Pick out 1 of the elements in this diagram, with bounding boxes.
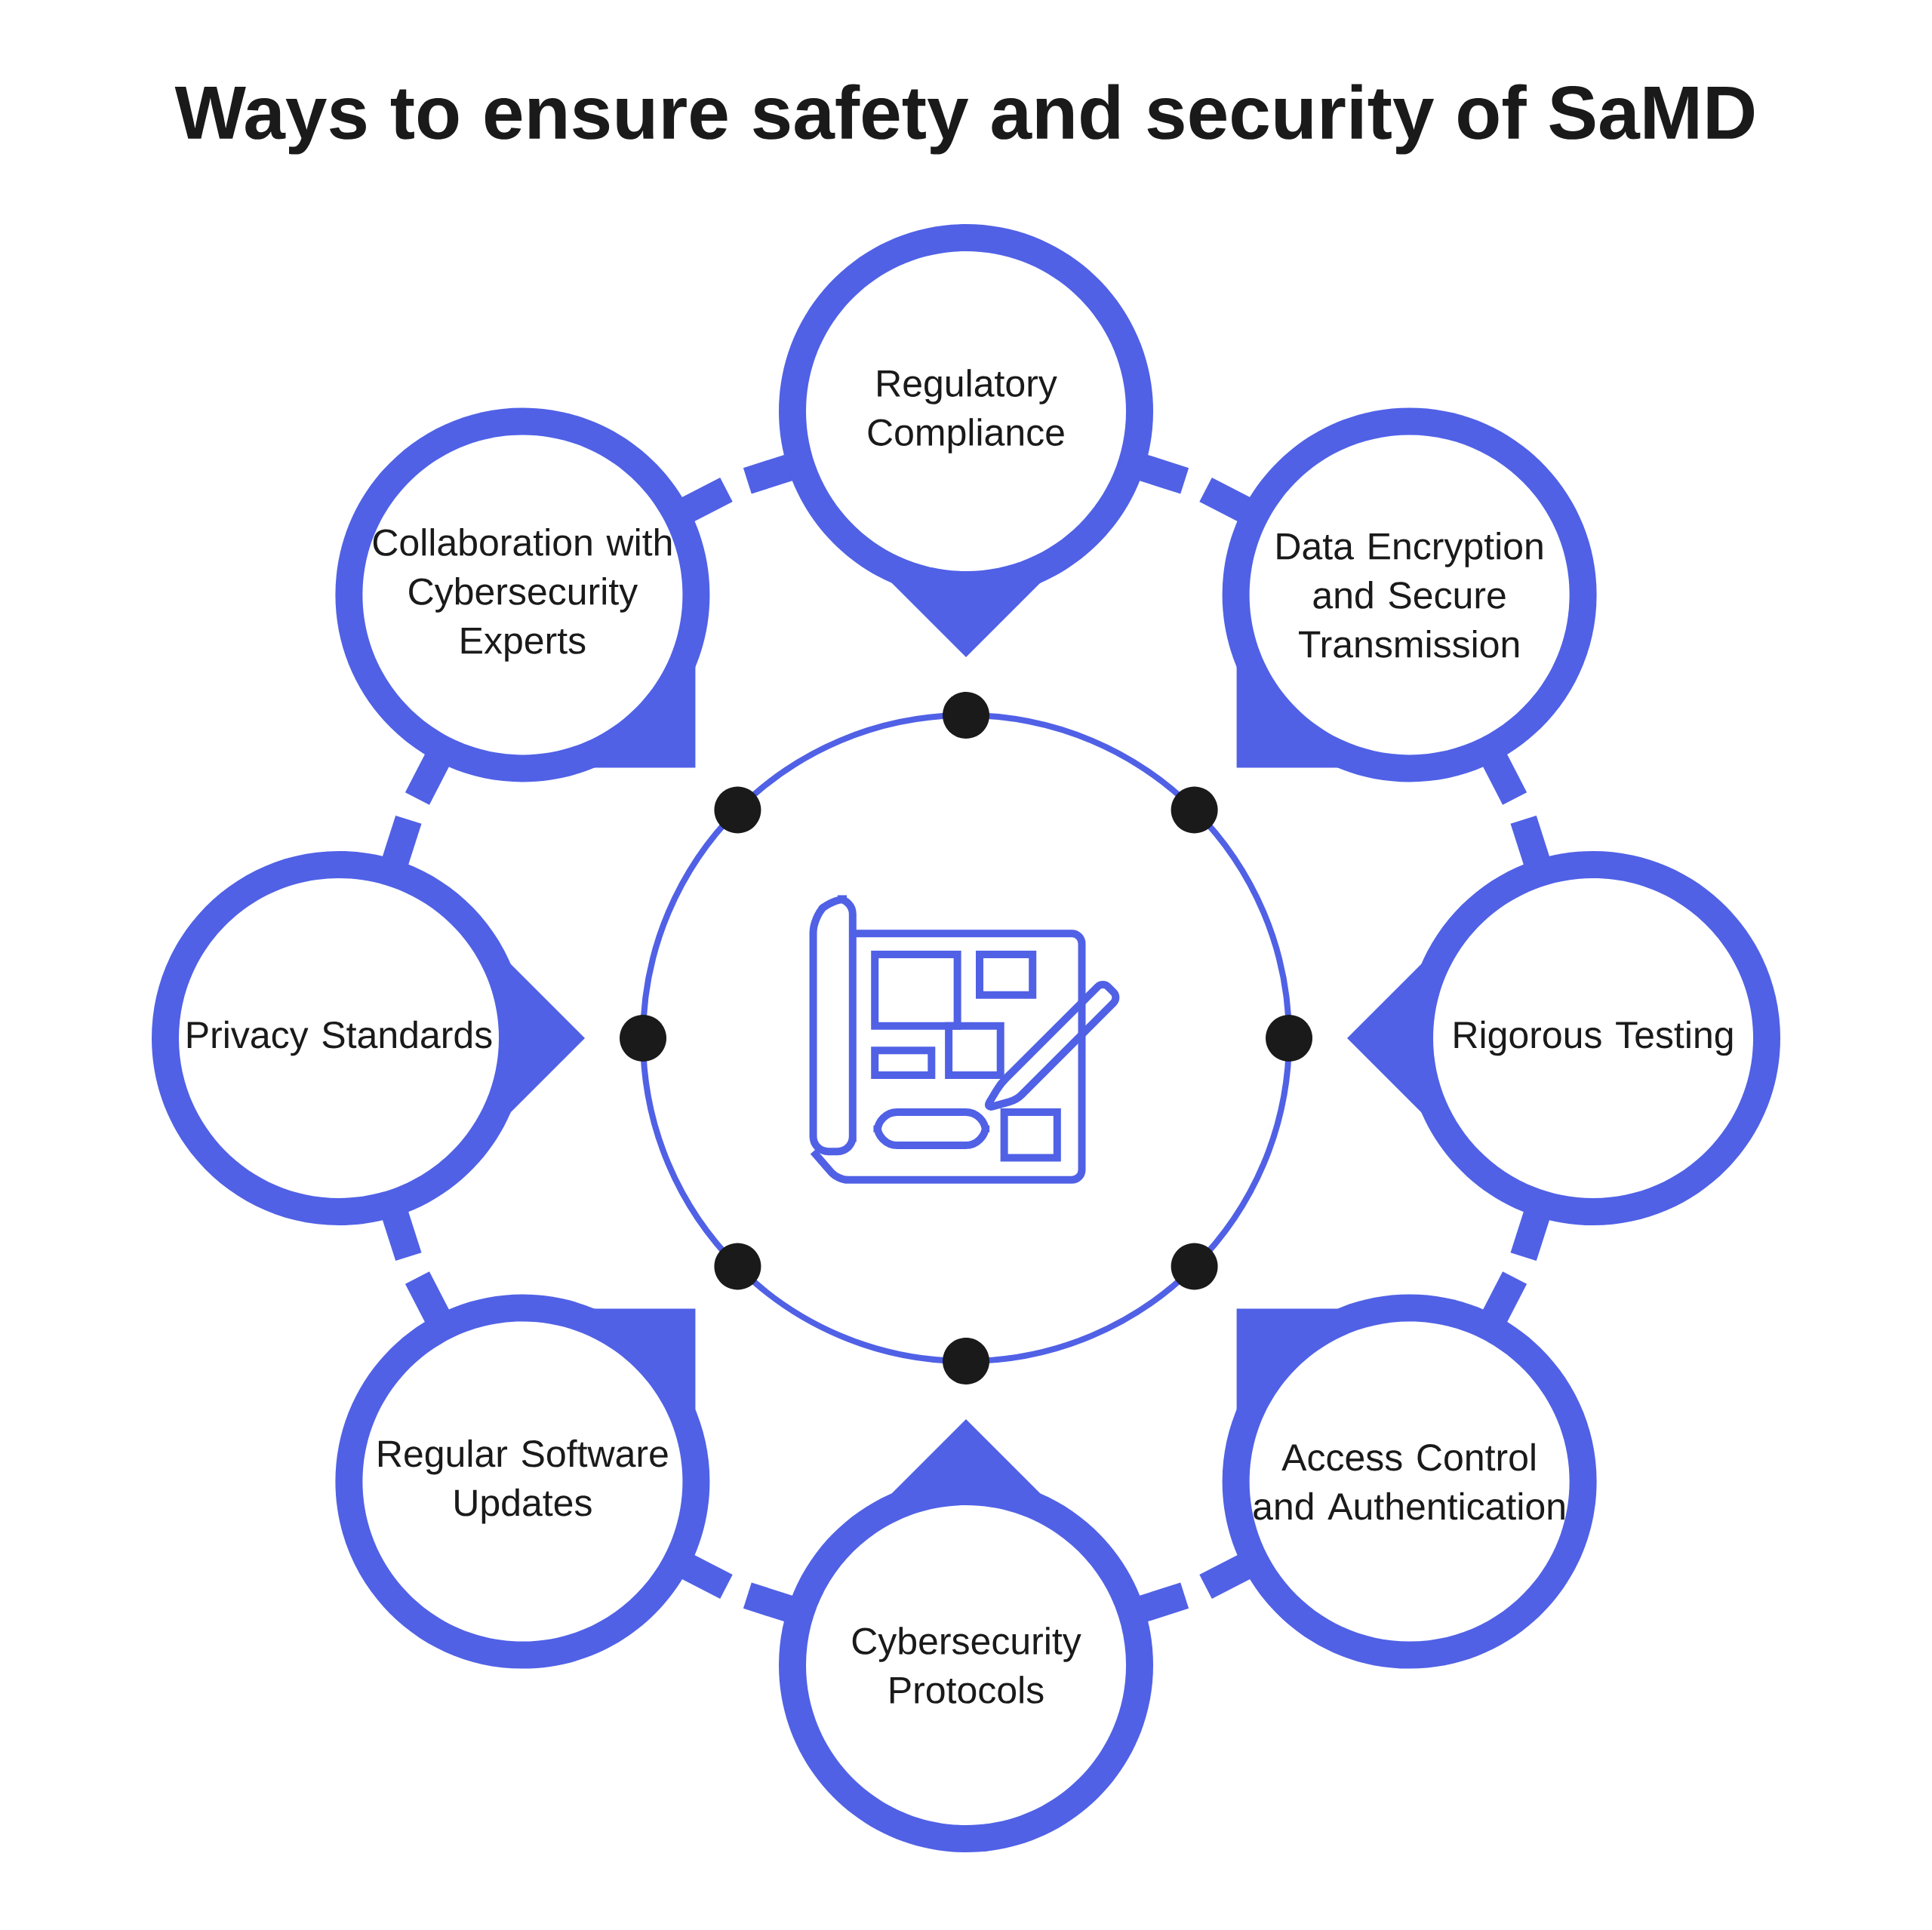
title: Ways to ensure safety and security of SaMD — [174, 84, 1755, 155]
